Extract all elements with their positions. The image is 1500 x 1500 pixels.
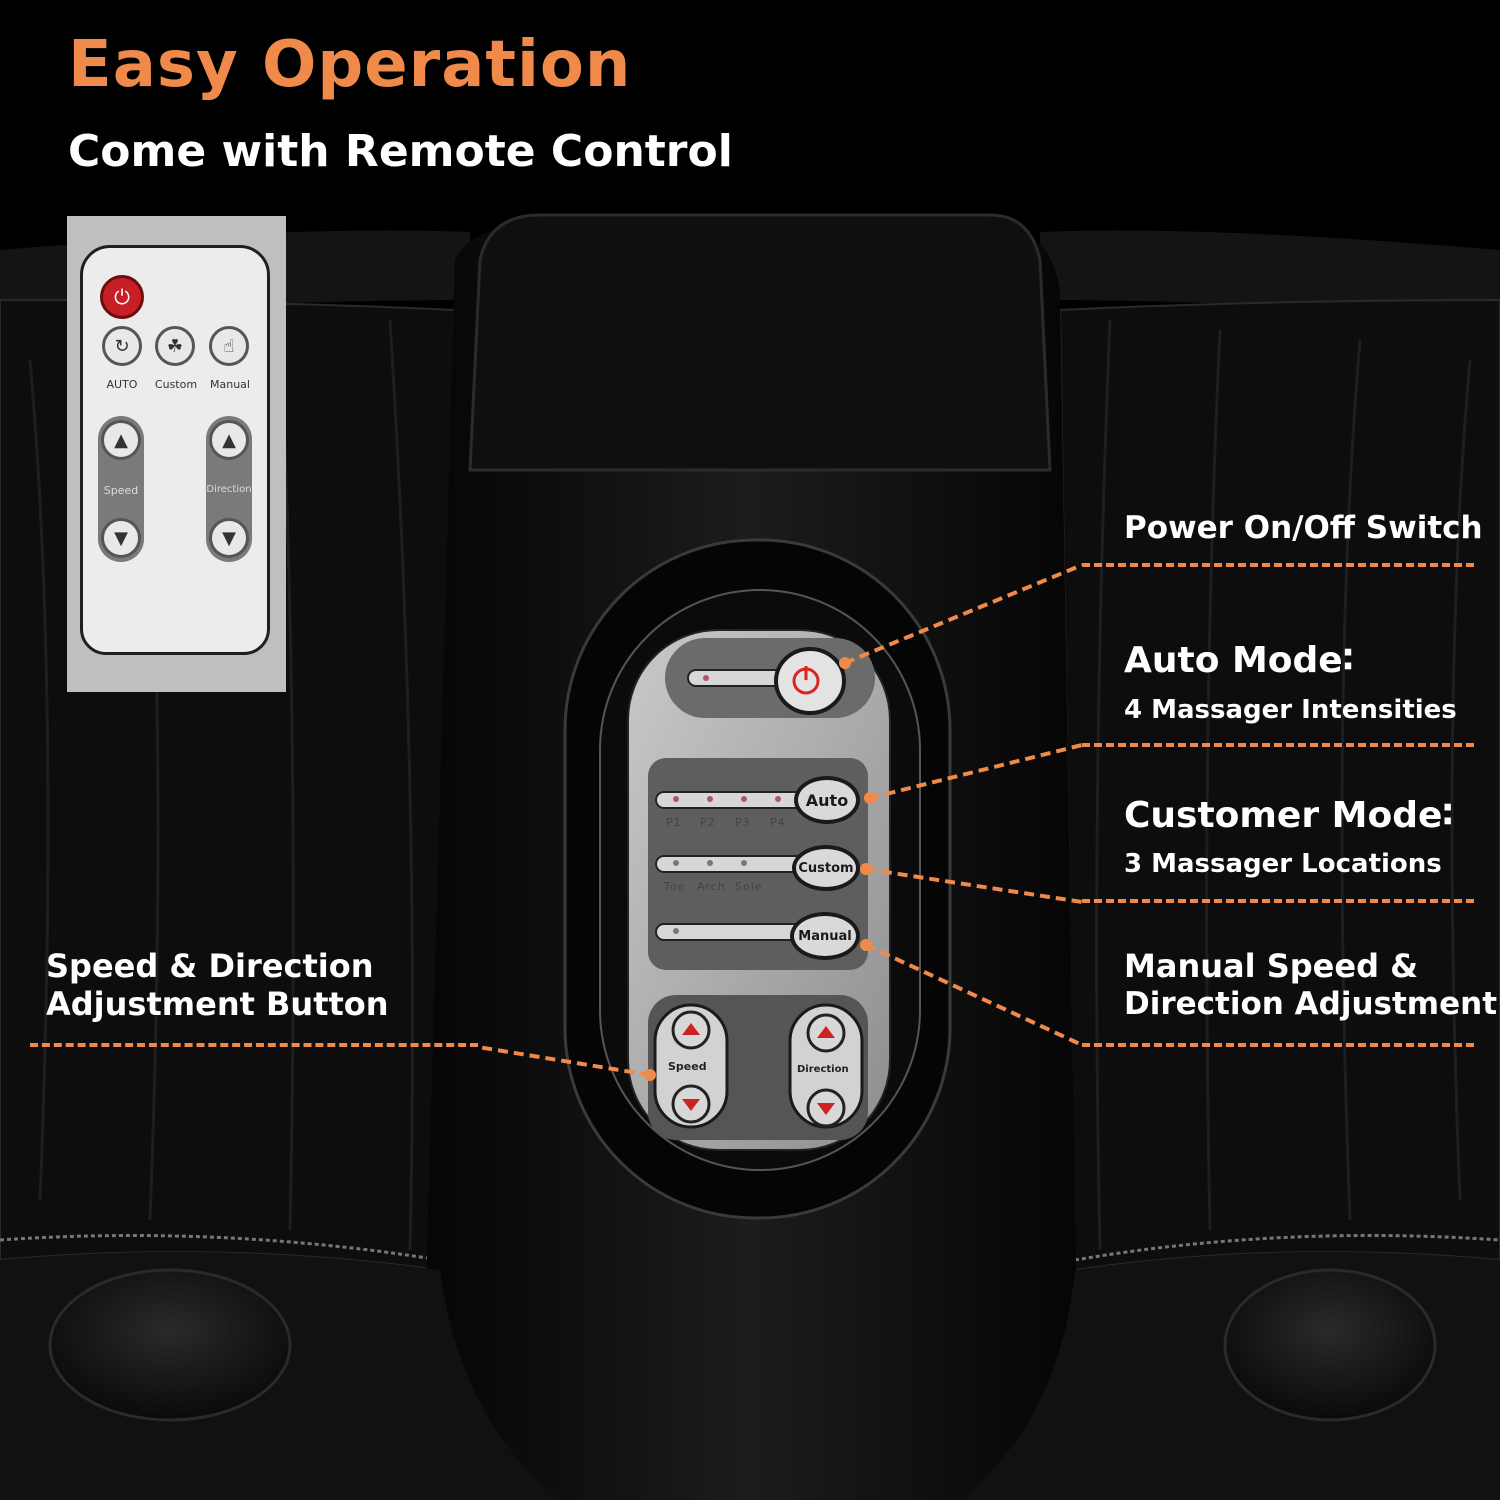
panel-level-p1: P1 <box>666 816 682 829</box>
remote-auto-icon: ↻ <box>102 326 142 366</box>
remote-power-icon: ⏻ <box>100 275 144 319</box>
callout-manual-line1: Manual Speed & <box>1124 947 1419 985</box>
right-foot-pad <box>1223 1268 1437 1422</box>
callout-customer-sub: 3 Massager Locations <box>1124 849 1442 879</box>
subheadline: Come with Remote Control <box>68 126 733 177</box>
remote-custom-icon: ☘ <box>155 326 195 366</box>
callout-speed-line2: Adjustment Button <box>46 985 389 1023</box>
panel-auto-button: Auto <box>794 776 860 824</box>
divider-power <box>1082 563 1474 567</box>
panel-speed-label: Speed <box>668 1060 707 1073</box>
remote-manual-icon: ☝ <box>209 326 249 366</box>
panel-location-arch: Arch <box>697 880 726 893</box>
divider-manual <box>1082 1043 1474 1047</box>
remote-direction-up-icon: ▲ <box>209 420 249 460</box>
callout-leaders <box>477 563 1083 1077</box>
remote-direction-label: Direction <box>206 484 252 495</box>
callout-auto-title: Auto Mode∶ <box>1124 640 1354 681</box>
remote-label-custom: Custom <box>154 378 198 391</box>
panel-manual-button: Manual <box>790 912 860 960</box>
panel-level-p4: P4 <box>770 816 786 829</box>
remote-speed-down-icon: ▼ <box>101 518 141 558</box>
left-foot-pad <box>48 1268 292 1422</box>
callout-customer-title: Customer Mode∶ <box>1124 795 1453 836</box>
callout-auto-sub: 4 Massager Intensities <box>1124 695 1457 725</box>
divider-auto <box>1082 743 1474 747</box>
remote-speed-label: Speed <box>103 484 139 497</box>
headline: Easy Operation <box>68 28 632 102</box>
remote-direction-down-icon: ▼ <box>209 518 249 558</box>
remote-label-auto: AUTO <box>106 378 138 391</box>
callout-manual-line2: Direction Adjustment <box>1124 986 1498 1022</box>
panel-level-p2: P2 <box>700 816 716 829</box>
callout-speed-line1: Speed & Direction <box>46 947 374 985</box>
divider-speed <box>30 1043 478 1047</box>
remote-speed-up-icon: ▲ <box>101 420 141 460</box>
panel-location-toe: Toe <box>664 880 686 893</box>
divider-customer <box>1082 899 1474 903</box>
callout-power: Power On/Off Switch <box>1124 510 1483 546</box>
panel-power-button <box>774 647 846 715</box>
panel-location-sole: Sole <box>735 880 763 893</box>
remote-label-manual: Manual <box>210 378 250 391</box>
panel-level-p3: P3 <box>735 816 751 829</box>
panel-custom-button: Custom <box>792 845 860 891</box>
panel-direction-label: Direction <box>797 1064 849 1075</box>
